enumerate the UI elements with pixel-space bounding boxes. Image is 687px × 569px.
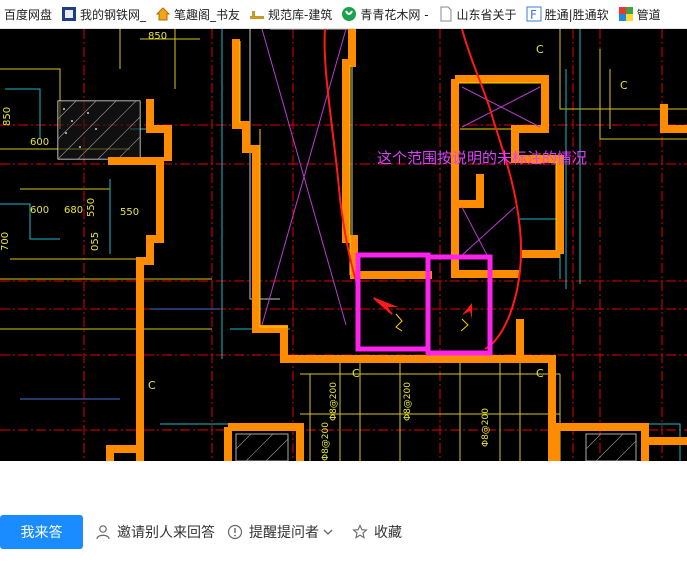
rebar-text: Φ8@200 bbox=[481, 408, 491, 447]
rebar-text: Φ8@200 bbox=[403, 382, 413, 421]
page-icon bbox=[438, 6, 454, 22]
bookmark-baidu-netdisk[interactable]: 百度网盘 bbox=[0, 0, 57, 28]
cad-drawing-image: 850 600 850 550 600 680 550 055 700 C C … bbox=[0, 29, 687, 461]
bookmark-label: 管道 bbox=[636, 7, 661, 22]
favorite-label: 收藏 bbox=[374, 525, 402, 541]
dim-text: 680 bbox=[64, 205, 83, 216]
hatch-areas bbox=[57, 100, 637, 461]
dim-text: 600 bbox=[30, 137, 49, 148]
grid-letter: C bbox=[620, 79, 628, 92]
rebar-text: Φ8@200 bbox=[329, 382, 339, 421]
bookmark-standards[interactable]: 规范库-建筑 bbox=[245, 0, 337, 28]
answer-action-bar: 我来答 邀请别人来回答 提醒提问者 收藏 bbox=[0, 515, 687, 549]
dim-text: 600 bbox=[30, 205, 49, 216]
grid-letter: C bbox=[352, 367, 360, 380]
grid-letter: C bbox=[148, 379, 156, 392]
answer-button[interactable]: 我来答 bbox=[0, 515, 83, 549]
dim-text: 550 bbox=[86, 198, 97, 217]
bookmark-shandong[interactable]: 山东省关于 bbox=[434, 0, 522, 28]
bookmark-label: 百度网盘 bbox=[4, 7, 53, 22]
bookmark-label: 胜通|胜通软 bbox=[544, 7, 609, 22]
rebar-text: Φ8@200 bbox=[321, 422, 331, 461]
bookmark-label: 青青花木网 - bbox=[360, 7, 429, 22]
bookmark-label: 山东省关于 bbox=[456, 7, 517, 22]
dim-text: 055 bbox=[90, 232, 101, 251]
invite-answer-link[interactable]: 邀请别人来回答 bbox=[95, 522, 215, 542]
bookmark-label: 我的钢铁网_ bbox=[80, 7, 147, 22]
user-icon bbox=[96, 525, 110, 540]
colorful-icon bbox=[618, 6, 634, 22]
info-circle-icon bbox=[227, 524, 243, 540]
bookmark-label: 笔趣阁_书友 bbox=[174, 7, 241, 22]
markup-curves bbox=[323, 29, 522, 350]
highlight-boxes bbox=[355, 252, 493, 356]
star-icon bbox=[352, 524, 368, 539]
dim-text: 850 bbox=[148, 31, 167, 42]
tree-icon bbox=[341, 6, 357, 22]
wall-outlines bbox=[106, 29, 687, 461]
f-icon: F bbox=[526, 6, 542, 22]
cross-lines bbox=[261, 29, 541, 326]
chevron-down-icon bbox=[323, 529, 333, 535]
grid-letter: C bbox=[536, 43, 544, 56]
bookmark-steel[interactable]: 我的钢铁网_ bbox=[57, 0, 151, 28]
standard-lib-icon bbox=[249, 6, 265, 22]
bookmark-shengtong[interactable]: F 胜通|胜通软 bbox=[522, 0, 614, 28]
remind-asker-link[interactable]: 提醒提问者 bbox=[227, 522, 340, 542]
dim-text: 700 bbox=[0, 232, 11, 251]
favorite-link[interactable]: 收藏 bbox=[352, 522, 402, 542]
bookmark-biquge[interactable]: 笔趣阁_书友 bbox=[151, 0, 245, 28]
invite-label: 邀请别人来回答 bbox=[117, 525, 215, 541]
annotation-text: 这个范围按说明的未标注的情况 bbox=[377, 149, 587, 167]
dim-text: 850 bbox=[2, 107, 13, 126]
wall-inner-lines bbox=[239, 41, 557, 328]
bookmark-qingqing[interactable]: 青青花木网 - bbox=[337, 0, 433, 28]
bookmark-label: 规范库-建筑 bbox=[268, 7, 333, 22]
remind-label: 提醒提问者 bbox=[249, 525, 319, 541]
svg-text:F: F bbox=[530, 8, 537, 22]
bookmark-pipe[interactable]: 管道 bbox=[614, 0, 666, 28]
home-icon bbox=[155, 6, 171, 22]
dim-text: 550 bbox=[120, 207, 139, 218]
bookmarks-bar: 百度网盘 我的钢铁网_ 笔趣阁_书友 规范库-建筑 青青花木网 - 山东省关于 … bbox=[0, 0, 687, 29]
arrow-icons bbox=[373, 297, 472, 319]
steel-site-icon bbox=[61, 6, 77, 22]
grid-letter: C bbox=[536, 367, 544, 380]
